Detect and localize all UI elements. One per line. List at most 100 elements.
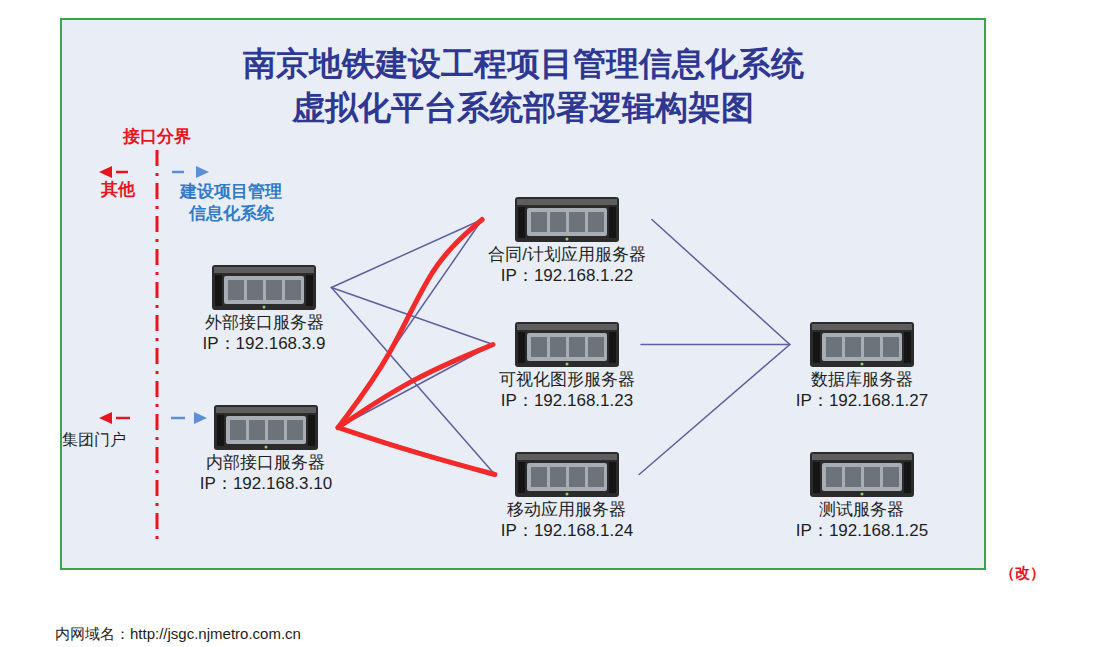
server-body <box>212 265 316 310</box>
server-node: 合同/计划应用服务器IP：192.168.1.22 <box>482 197 652 286</box>
server-handle <box>813 332 820 363</box>
server-ip: IP：192.168.1.22 <box>488 265 646 286</box>
server-icon <box>212 265 316 310</box>
drive-bay <box>826 337 842 357</box>
server-node: 测试服务器IP：192.168.1.25 <box>790 452 934 541</box>
drive-bay <box>569 212 585 232</box>
server-handle <box>518 207 525 238</box>
drive-bay <box>531 337 547 357</box>
arrow-dash <box>172 171 184 174</box>
boundary-line <box>156 150 159 546</box>
server-name: 内部接口服务器 <box>200 452 332 473</box>
server-top <box>517 324 617 330</box>
status-led <box>264 446 267 449</box>
network-link <box>331 220 482 288</box>
drive-bay <box>266 280 282 300</box>
server-ip: IP：192.168.1.24 <box>501 520 633 541</box>
arrow-head <box>99 412 112 424</box>
network-link <box>652 220 790 345</box>
server-ip: IP：192.168.3.10 <box>200 473 332 494</box>
server-icon <box>515 197 619 242</box>
server-handle <box>306 275 313 306</box>
drive-bay <box>845 467 861 487</box>
server-handle <box>609 207 616 238</box>
server-handle <box>518 462 525 493</box>
server-icon <box>515 452 619 497</box>
server-handle <box>904 332 911 363</box>
status-led <box>565 238 568 241</box>
server-handle <box>217 415 224 446</box>
server-top <box>812 324 912 330</box>
status-led <box>263 306 266 309</box>
server-top <box>812 454 912 460</box>
server-body <box>214 405 318 450</box>
network-link <box>338 428 495 475</box>
drive-bay <box>864 467 880 487</box>
server-front <box>527 208 607 236</box>
server-node: 外部接口服务器IP：192.168.3.9 <box>197 265 332 354</box>
drive-bay <box>864 337 880 357</box>
drive-bay <box>249 420 265 440</box>
server-handle <box>518 332 525 363</box>
drive-bay <box>588 337 604 357</box>
server-name: 测试服务器 <box>796 499 928 520</box>
arrow-dash <box>116 417 130 420</box>
drive-bay <box>268 420 284 440</box>
arrow-head <box>99 166 112 178</box>
server-top <box>216 407 316 413</box>
arrow-dash <box>116 171 128 174</box>
server-handle <box>904 462 911 493</box>
side-label: 其他 <box>101 179 135 201</box>
server-handle <box>609 332 616 363</box>
server-name: 移动应用服务器 <box>501 499 633 520</box>
server-front <box>822 463 902 491</box>
drive-bay <box>247 280 263 300</box>
boundary-label: 接口分界 <box>123 126 191 148</box>
drive-bay <box>287 420 303 440</box>
status-led <box>566 363 569 366</box>
drive-bay <box>826 467 842 487</box>
drive-bay <box>531 212 547 232</box>
arrow-dash <box>171 417 185 420</box>
server-icon <box>214 405 318 450</box>
server-front <box>226 416 306 444</box>
status-led <box>860 363 863 366</box>
server-handle <box>308 415 315 446</box>
network-link <box>641 344 790 346</box>
drive-bay <box>230 420 246 440</box>
drive-bay <box>569 467 585 487</box>
highlight-link <box>338 345 493 428</box>
server-body <box>810 452 914 497</box>
drive-bay <box>550 212 566 232</box>
server-body <box>810 322 914 367</box>
drive-bay <box>550 337 566 357</box>
server-front <box>527 333 607 361</box>
server-top <box>517 454 617 460</box>
status-led <box>565 493 568 496</box>
network-link <box>338 345 493 428</box>
drive-bay <box>845 337 861 357</box>
arrow-head <box>196 166 209 178</box>
network-link <box>639 345 790 475</box>
server-front <box>822 333 902 361</box>
server-node: 移动应用服务器IP：192.168.1.24 <box>495 452 639 541</box>
domain-note: 内网域名：http://jsgc.njmetro.com.cn <box>55 624 301 644</box>
status-led <box>860 493 863 496</box>
server-node: 内部接口服务器IP：192.168.3.10 <box>194 405 338 494</box>
network-link <box>331 288 494 475</box>
portal-label: 集团门户 <box>62 429 126 450</box>
server-ip: IP：192.168.3.9 <box>203 333 326 354</box>
server-handle <box>609 462 616 493</box>
revision-note: （改） <box>1000 563 1045 583</box>
server-name: 数据库服务器 <box>796 369 928 390</box>
drive-bay <box>285 280 301 300</box>
server-ip: IP：192.168.1.27 <box>796 390 928 411</box>
server-name: 可视化图形服务器 <box>499 369 635 390</box>
drive-bay <box>569 337 585 357</box>
network-link <box>338 220 482 428</box>
server-node: 可视化图形服务器IP：192.168.1.23 <box>493 322 641 411</box>
drive-bay <box>588 212 604 232</box>
drive-bay <box>228 280 244 300</box>
server-front <box>527 463 607 491</box>
